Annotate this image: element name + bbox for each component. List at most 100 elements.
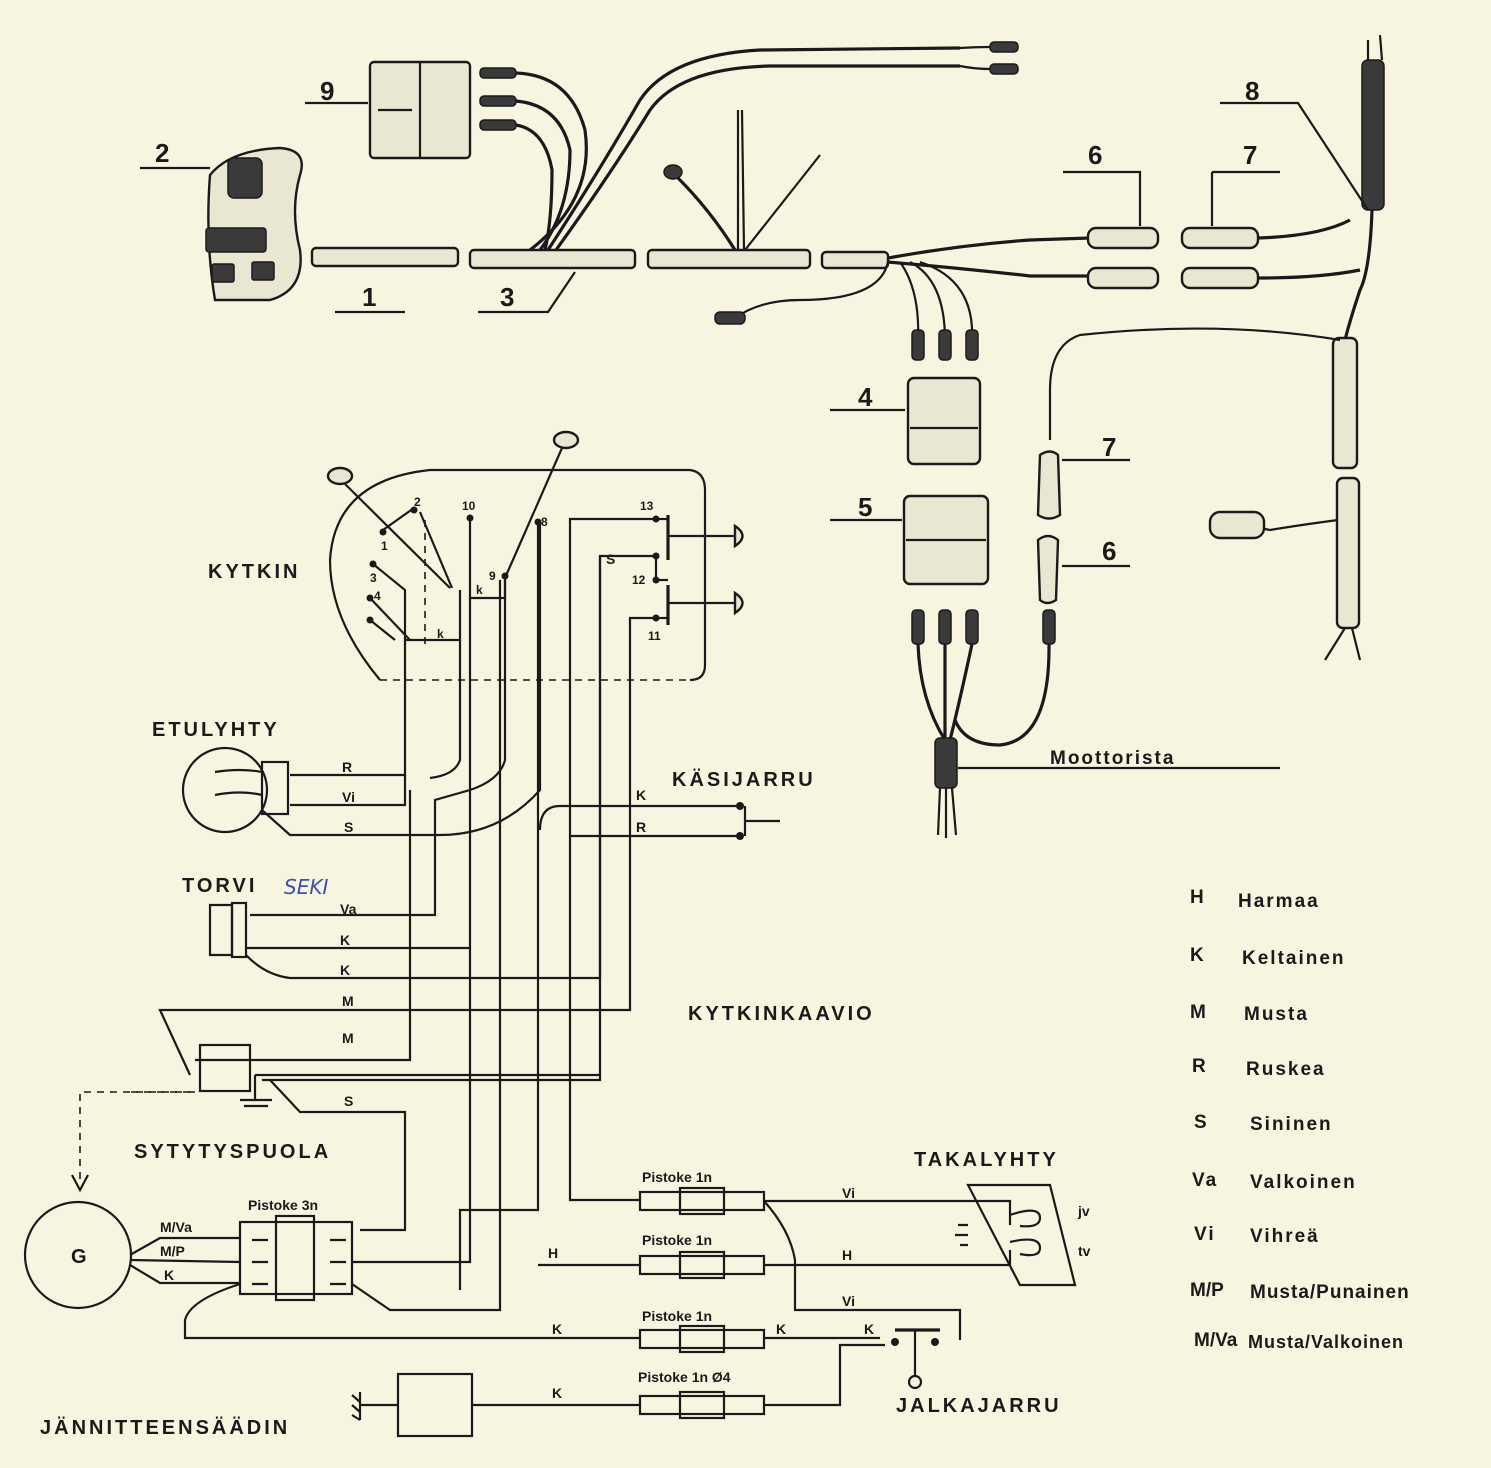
tail-light-label: TAKALYHTY — [914, 1149, 1059, 1171]
connector-6-lower — [1036, 534, 1060, 605]
harness-segment — [310, 246, 460, 268]
headlight-label: ETULYHTY — [152, 719, 280, 741]
wire-code: Vi — [842, 1185, 855, 1201]
legend-name: Valkoinen — [1250, 1172, 1357, 1193]
connector-1-pin-label: Pistoke 1n — [642, 1232, 712, 1248]
legend-name: Musta/Punainen — [1250, 1282, 1410, 1303]
part-number: 6 — [1102, 536, 1116, 566]
wire-code: M — [342, 993, 354, 1009]
switch-label: KYTKIN — [208, 561, 300, 583]
legend-name: Keltainen — [1242, 948, 1346, 969]
harness-segment — [646, 248, 812, 270]
wire-code: K — [776, 1321, 786, 1337]
terminal-label: 10 — [462, 499, 476, 513]
connector-6 — [1086, 226, 1160, 250]
wire-code: R — [342, 759, 352, 775]
harness-tube — [1331, 336, 1359, 470]
wire-terminal — [479, 67, 517, 79]
wire-code: H — [548, 1245, 558, 1261]
part-number: 1 — [362, 282, 376, 312]
wire-terminal — [989, 41, 1019, 53]
generator-label: G — [71, 1246, 87, 1268]
harness-segment — [468, 248, 637, 270]
wire-code: Vi — [342, 789, 355, 805]
legend-code: Vi — [1194, 1224, 1216, 1245]
part-number: 7 — [1243, 140, 1257, 170]
connector-6 — [1086, 266, 1160, 290]
engine-harness-end — [934, 737, 958, 789]
part-number: 8 — [1245, 76, 1259, 106]
hand-brake-label: KÄSIJARRU — [672, 768, 816, 791]
part-number: 4 — [858, 382, 873, 412]
schematic — [23, 430, 1077, 1438]
wire-terminal — [479, 95, 517, 107]
tail-terminal: tv — [1078, 1243, 1091, 1259]
terminal-label: 1 — [381, 539, 388, 553]
engine-label: Moottorista — [1050, 748, 1175, 769]
wire-code: K — [340, 962, 350, 978]
wire-code: Va — [340, 901, 357, 917]
legend-name: Musta — [1244, 1004, 1309, 1025]
wire-code: S — [344, 1093, 353, 1109]
wire-code: K — [340, 932, 350, 948]
legend-code: M — [1190, 1002, 1208, 1023]
terminal-label: 9 — [489, 569, 496, 583]
bulb — [1208, 510, 1266, 540]
wire-code: K — [164, 1267, 174, 1283]
legend-code: K — [1190, 945, 1206, 966]
schematic-title: KYTKINKAAVIO — [688, 1003, 875, 1025]
wire-code: H — [842, 1247, 852, 1263]
tail-terminal: jv — [1077, 1203, 1090, 1219]
wire-code: K — [552, 1385, 562, 1401]
wire-terminal — [479, 119, 517, 131]
legend-code: M/Va — [1194, 1330, 1238, 1351]
part-number: 7 — [1102, 432, 1116, 462]
harness-8 — [1361, 59, 1385, 211]
legend-code: R — [1192, 1056, 1208, 1077]
wire-code: M/P — [160, 1243, 185, 1259]
ignition-coil-symbol — [198, 1043, 252, 1093]
horn-label: TORVI — [182, 875, 257, 897]
part-number: 2 — [155, 138, 169, 168]
terminal-label: k — [437, 627, 444, 641]
wire-code: Vi — [842, 1293, 855, 1309]
switch-button — [251, 261, 275, 281]
switch-lever — [227, 157, 263, 199]
part-number: 6 — [1088, 140, 1102, 170]
connector-3-pin-label: Pistoke 3n — [248, 1197, 318, 1213]
tail-light-symbol — [966, 1183, 1077, 1287]
part-number: 3 — [500, 282, 514, 312]
wire-code: K — [636, 787, 646, 803]
harness-segment — [820, 250, 890, 270]
part-number: 9 — [320, 76, 334, 106]
ignition-coil-label: SYTYTYSPUOLA — [134, 1141, 331, 1163]
terminal-label: 3 — [370, 571, 377, 585]
connector-1-pin-label: Pistoke 1n — [642, 1169, 712, 1185]
legend-code: H — [1190, 887, 1206, 908]
terminal-label: 13 — [640, 499, 654, 513]
terminal-label: 11 — [648, 629, 661, 643]
wire-code: M/Va — [160, 1219, 192, 1235]
legend-name: Sininen — [1250, 1114, 1333, 1135]
wire-terminal — [714, 311, 746, 325]
wire-code: R — [636, 819, 646, 835]
voltage-regulator-symbol — [396, 1372, 474, 1438]
terminal-label: 2 — [414, 495, 421, 509]
switch-knob — [326, 466, 354, 486]
foot-brake-label: JALKAJARRU — [896, 1395, 1062, 1417]
switch-knob — [552, 430, 580, 450]
connector-7 — [1180, 266, 1260, 290]
harness-tube — [1335, 476, 1361, 630]
legend-code: M/P — [1190, 1280, 1224, 1301]
wire-code: S — [344, 819, 353, 835]
part-number: 5 — [858, 492, 872, 522]
terminal-label: 12 — [632, 573, 646, 587]
wire-code: K — [864, 1321, 874, 1337]
switch-button — [211, 263, 235, 283]
terminal-label: 8 — [541, 515, 548, 529]
wire-code: K — [552, 1321, 562, 1337]
wire-code: M — [342, 1030, 354, 1046]
wire-terminal — [989, 63, 1019, 75]
